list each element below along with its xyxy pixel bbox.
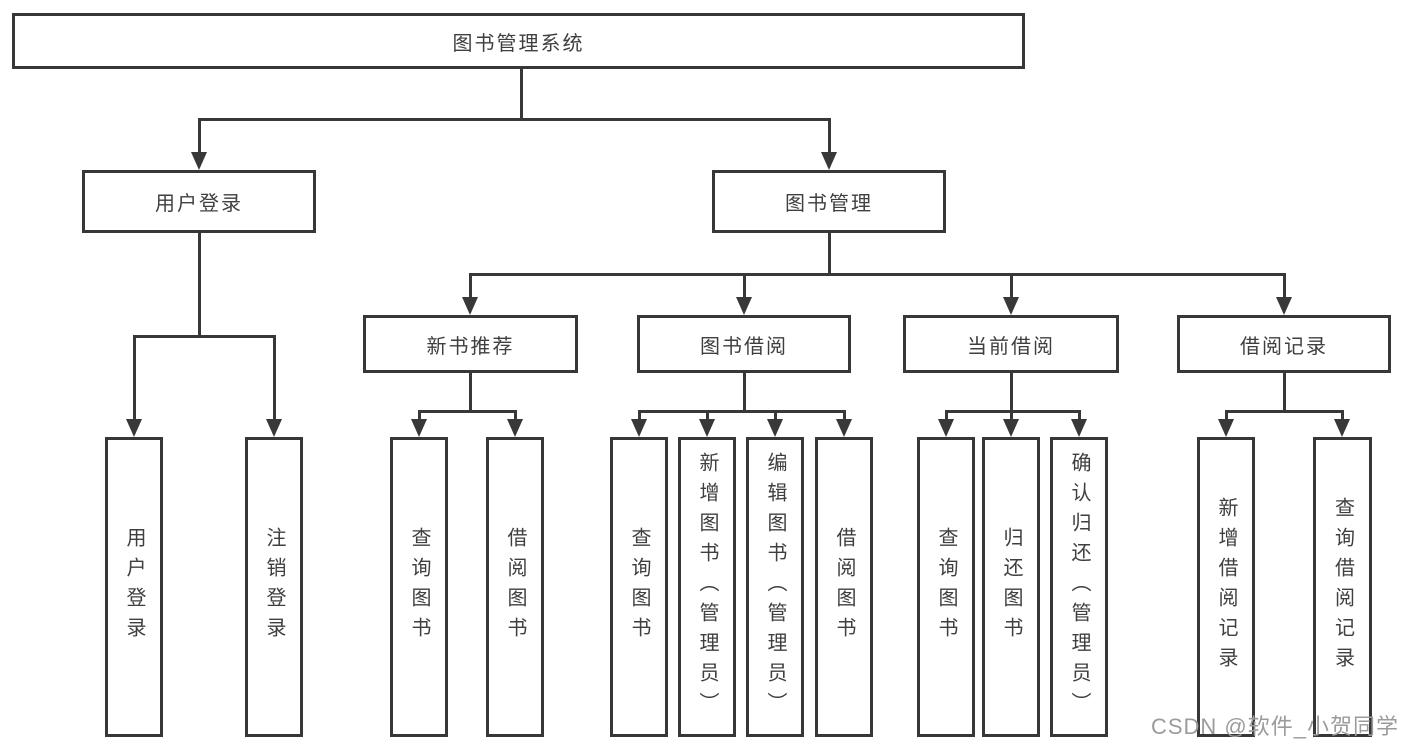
node-root-label: 图书管理系统 [452, 32, 585, 55]
leaf-logout-label: 注销登录 [263, 527, 285, 647]
leaf-query-book-1-label: 查询图书 [408, 527, 430, 647]
leaf-user-login: 用户登录 [105, 437, 163, 737]
connector-line [828, 118, 831, 152]
connector-line [828, 233, 831, 273]
leaf-add-borrow-record: 新增借阅记录 [1197, 437, 1255, 737]
leaf-user-login-label: 用户登录 [123, 527, 145, 647]
leaf-return-book-label: 归还图书 [1000, 527, 1022, 647]
arrow-down-icon [266, 419, 282, 437]
connector-line [1225, 410, 1344, 413]
connector-line [198, 118, 831, 121]
arrow-down-icon [1071, 419, 1087, 437]
connector-line [1283, 273, 1286, 297]
leaf-query-borrow-record: 查询借阅记录 [1313, 437, 1372, 737]
arrow-down-icon [631, 419, 647, 437]
arrow-down-icon [767, 419, 783, 437]
leaf-confirm-return-admin: 确认归还（管理员） [1050, 437, 1108, 737]
connector-line [1010, 373, 1013, 410]
leaf-query-book-1: 查询图书 [390, 437, 448, 737]
connector-line [743, 373, 746, 410]
leaf-borrow-book-1-label: 借阅图书 [504, 527, 526, 647]
connector-line [743, 273, 746, 297]
node-book-management-label: 图书管理 [785, 193, 873, 215]
leaf-add-book-admin: 新增图书（管理员） [678, 437, 736, 737]
arrow-down-icon [1334, 419, 1350, 437]
arrow-down-icon [821, 152, 837, 170]
connector-line [520, 69, 523, 118]
connector-line [273, 335, 276, 419]
arrow-down-icon [938, 419, 954, 437]
leaf-query-book-3: 查询图书 [917, 437, 975, 737]
connector-line [133, 335, 276, 338]
connector-line [418, 410, 421, 419]
node-root: 图书管理系统 [12, 13, 1025, 69]
connector-line [774, 410, 777, 419]
node-user-login: 用户登录 [82, 170, 316, 233]
connector-line [469, 373, 472, 410]
connector-line [638, 410, 846, 413]
arrow-down-icon [1003, 297, 1019, 315]
leaf-borrow-book-2: 借阅图书 [815, 437, 873, 737]
connector-line [1341, 410, 1344, 419]
node-new-book-recommend-label: 新书推荐 [426, 335, 515, 358]
connector-line [843, 410, 846, 419]
node-borrow-record-label: 借阅记录 [1240, 335, 1328, 358]
arrow-down-icon [1003, 419, 1019, 437]
connector-line [1078, 410, 1081, 419]
connector-line [706, 410, 709, 419]
arrow-down-icon [126, 419, 142, 437]
csdn-watermark: CSDN @软件_小贺同学 [1150, 714, 1399, 739]
leaf-edit-book-admin: 编辑图书（管理员） [746, 437, 804, 737]
connector-line [1283, 373, 1286, 410]
arrow-down-icon [462, 297, 478, 315]
leaf-query-book-2: 查询图书 [610, 437, 668, 737]
node-book-management: 图书管理 [712, 170, 946, 233]
connector-line [198, 118, 201, 152]
node-book-borrow-label: 图书借阅 [700, 335, 788, 358]
arrow-down-icon [1218, 419, 1234, 437]
leaf-add-book-admin-label: 新增图书（管理员） [696, 452, 718, 722]
connector-line [1010, 273, 1013, 297]
connector-line [198, 233, 201, 335]
node-new-book-recommend: 新书推荐 [363, 315, 578, 373]
node-current-borrow-label: 当前借阅 [967, 335, 1055, 358]
arrow-down-icon [191, 152, 207, 170]
connector-line [469, 273, 1286, 276]
leaf-confirm-return-admin-label: 确认归还（管理员） [1068, 452, 1090, 722]
arrow-down-icon [507, 419, 523, 437]
leaf-query-borrow-record-label: 查询借阅记录 [1331, 497, 1354, 677]
connector-line [1010, 410, 1013, 419]
arrow-down-icon [699, 419, 715, 437]
connector-line [418, 410, 517, 413]
connector-line [638, 410, 641, 419]
leaf-borrow-book-1: 借阅图书 [486, 437, 544, 737]
leaf-query-book-3-label: 查询图书 [935, 527, 957, 647]
connector-line [945, 410, 1081, 413]
leaf-edit-book-admin-label: 编辑图书（管理员） [764, 452, 786, 722]
node-book-borrow: 图书借阅 [637, 315, 851, 373]
node-borrow-record: 借阅记录 [1177, 315, 1391, 373]
leaf-borrow-book-2-label: 借阅图书 [833, 527, 855, 647]
leaf-add-borrow-record-label: 新增借阅记录 [1215, 497, 1237, 677]
node-user-login-label: 用户登录 [155, 193, 243, 215]
connector-line [133, 335, 136, 419]
leaf-return-book: 归还图书 [982, 437, 1040, 737]
connector-line [469, 273, 472, 297]
connector-line [514, 410, 517, 419]
leaf-logout: 注销登录 [245, 437, 303, 737]
leaf-query-book-2-label: 查询图书 [628, 527, 650, 647]
connector-line [945, 410, 948, 419]
arrow-down-icon [836, 419, 852, 437]
arrow-down-icon [411, 419, 427, 437]
arrow-down-icon [1276, 297, 1292, 315]
node-current-borrow: 当前借阅 [903, 315, 1119, 373]
arrow-down-icon [736, 297, 752, 315]
connector-line [1225, 410, 1228, 419]
